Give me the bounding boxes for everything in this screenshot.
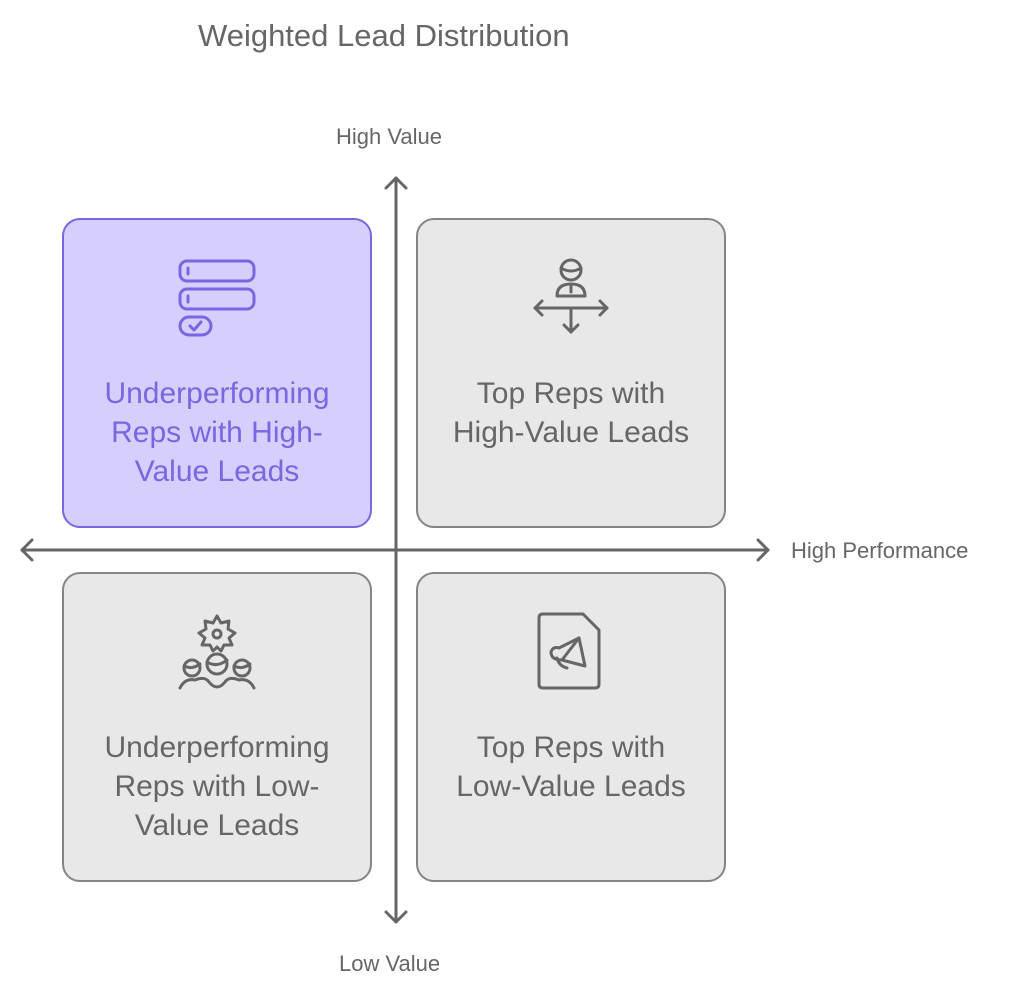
y-axis-bottom-label: Low Value xyxy=(339,951,441,976)
quadrant-label: Underperforming Reps with High- Value Le… xyxy=(74,374,360,491)
quadrant-top-right: Top Reps with High-Value Leads xyxy=(416,218,726,528)
x-axis-right-label: High Performance xyxy=(791,538,969,563)
quadrant-label-line: Low-Value Leads xyxy=(456,770,686,803)
quadrant-label-line: Value Leads xyxy=(134,809,300,842)
quadrant-label-line: Value Leads xyxy=(134,455,300,488)
megaphone-document-icon xyxy=(537,612,601,690)
quadrant-label-line: Reps with High- xyxy=(111,416,323,449)
arrow-up-icon xyxy=(384,176,408,190)
diagram-title: Weighted Lead Distribution xyxy=(198,18,570,53)
y-axis-top-label: High Value xyxy=(336,124,442,149)
quadrant-label: Underperforming Reps with Low- Value Lea… xyxy=(74,728,360,845)
quadrant-top-left: Underperforming Reps with High- Value Le… xyxy=(62,218,372,528)
quadrant-bottom-left: Underperforming Reps with Low- Value Lea… xyxy=(62,572,372,882)
person-directions-icon xyxy=(533,258,609,334)
quadrant-label: Top Reps with High-Value Leads xyxy=(428,374,714,452)
arrow-left-icon xyxy=(20,538,34,562)
quadrant-label-line: Reps with Low- xyxy=(114,770,320,803)
quadrant-label: Top Reps with Low-Value Leads xyxy=(428,728,714,806)
quadrant-label-line: Top Reps with xyxy=(476,731,666,764)
quadrant-label-line: Underperforming xyxy=(104,731,330,764)
team-gear-icon xyxy=(178,614,256,690)
quadrant-bottom-right: Top Reps with Low-Value Leads xyxy=(416,572,726,882)
quadrant-label-line: Underperforming xyxy=(104,377,330,410)
quadrant-label-line: Top Reps with xyxy=(476,377,666,410)
checklist-icon xyxy=(178,259,256,337)
quadrant-label-line: High-Value Leads xyxy=(452,416,690,449)
arrow-down-icon xyxy=(384,910,408,924)
arrow-right-icon xyxy=(756,538,770,562)
